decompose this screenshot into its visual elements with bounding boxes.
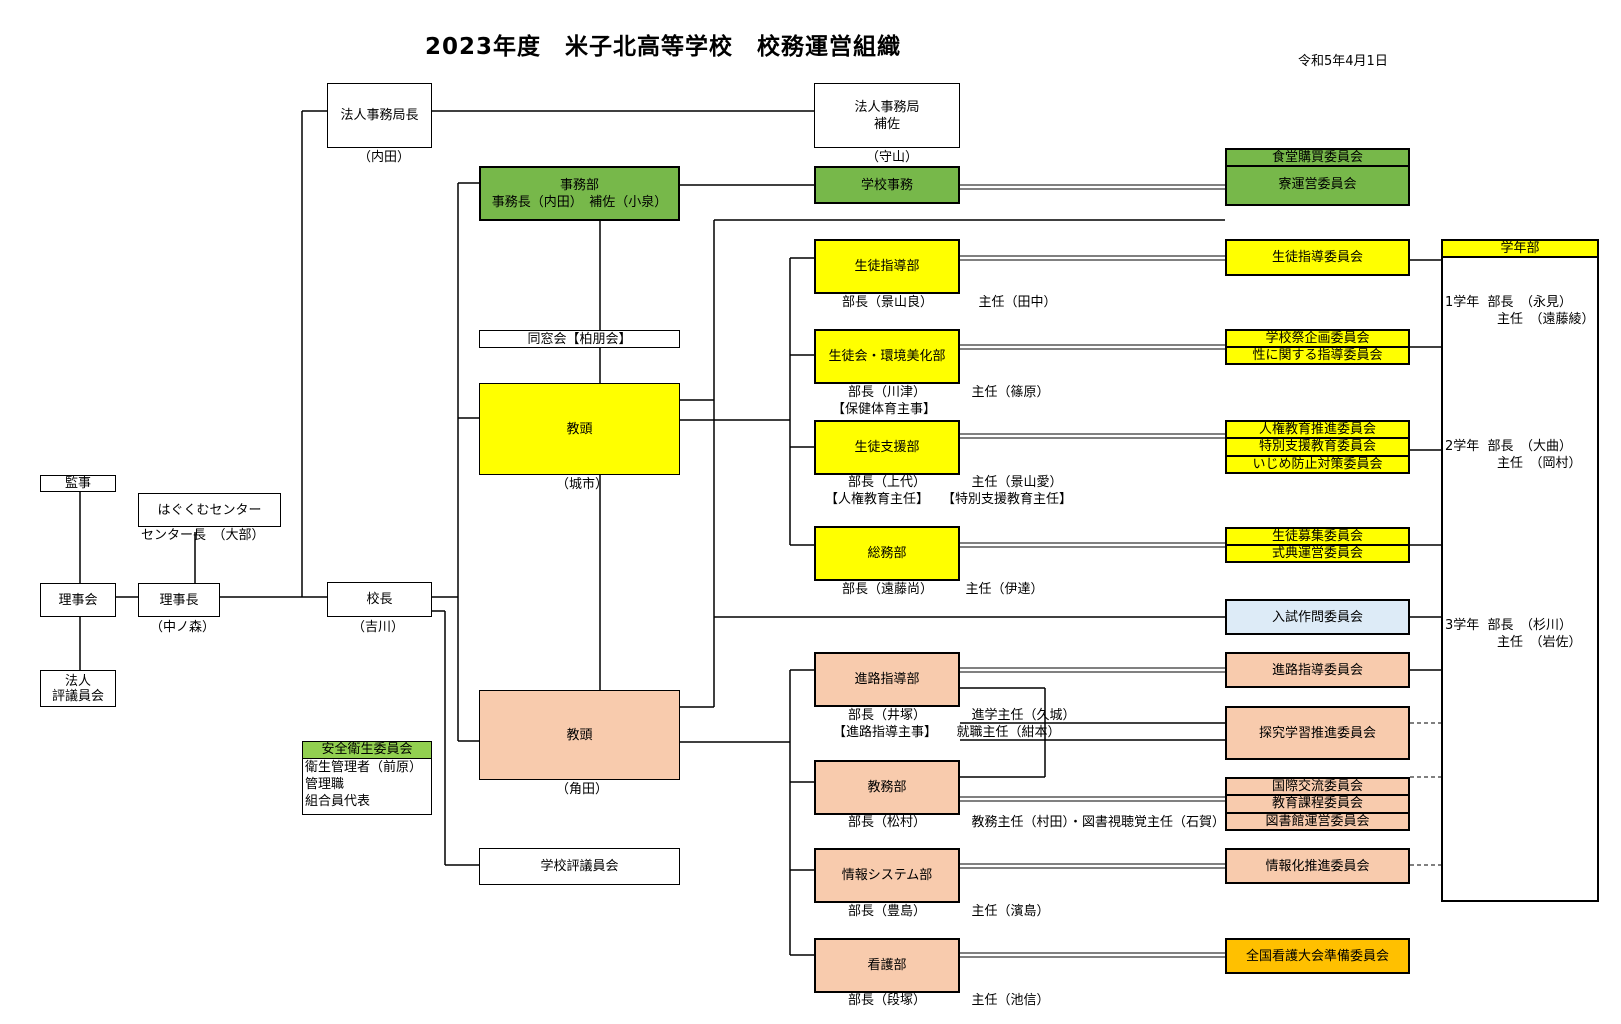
dept-staff: 【進路指導主事】 就職主任（紺本） <box>833 725 1061 740</box>
corp-office-assistant-box: 法人事務局 補佐 <box>814 83 960 148</box>
committee-anti-bullying: いじめ防止対策委員会 <box>1225 456 1410 474</box>
corporate-council-box: 法人 評議員会 <box>40 670 116 707</box>
alumni-box: 同窓会【柏朋会】 <box>479 330 680 348</box>
chart-title: 2023年度 米子北高等学校 校務運営組織 <box>425 34 902 60</box>
dept-info-systems: 情報システム部 <box>814 848 960 903</box>
chairman-name: （中ノ森） <box>150 620 216 635</box>
vice-principal-2-box: 教頭 <box>479 690 680 780</box>
dept-staff: 部長（川津） 主任（篠原） <box>848 385 1050 400</box>
dept-staff: 部長（上代） 主任（景山愛） <box>848 475 1063 490</box>
dept-student-guidance: 生徒指導部 <box>814 239 960 294</box>
dept-student-support: 生徒支援部 <box>814 420 960 475</box>
grade-2-staff: 2学年 部長 （大曲） 主任 （岡村） <box>1445 439 1582 471</box>
safety-member: 衛生管理者（前原） <box>305 760 423 775</box>
committee-curriculum: 教育課程委員会 <box>1225 795 1410 813</box>
hagukumu-center-box: はぐくむセンター <box>138 493 281 527</box>
committee-festival: 学校祭企画委員会 <box>1225 329 1410 347</box>
principal-box: 校長 <box>327 582 432 617</box>
safety-committee-title: 安全衛生委員会 <box>303 742 431 759</box>
admin-office-box: 事務部 事務長（内田） 補佐（小泉） <box>479 166 680 221</box>
principal-name: （吉川） <box>352 620 405 635</box>
committee-international: 国際交流委員会 <box>1225 777 1410 795</box>
committee-nursing-convention: 全国看護大会準備委員会 <box>1225 938 1410 974</box>
dept-staff: 部長（松村） 教務主任（村田）・図書視聴覚主任（石賀） <box>848 815 1226 830</box>
dept-staff: 【保健体育主事】 <box>832 402 937 417</box>
chairman-box: 理事長 <box>138 583 220 617</box>
corp-office-director-name: （内田） <box>358 150 411 165</box>
committee-career: 進路指導委員会 <box>1225 652 1410 688</box>
dept-general-affairs: 総務部 <box>814 526 960 581</box>
academic-committee-group: 国際交流委員会 教育課程委員会 図書館運営委員会 <box>1225 777 1410 831</box>
hagukumu-head: センター長 （大部） <box>141 528 265 543</box>
vice-principal-2-name: （角田） <box>556 782 609 797</box>
auditor-box: 監事 <box>40 475 116 492</box>
committee-recruitment: 生徒募集委員会 <box>1225 527 1410 545</box>
committee-student-guidance: 生徒指導委員会 <box>1225 239 1410 276</box>
corp-office-director-box: 法人事務局長 <box>327 83 432 148</box>
committee-dormitory: 寮運営委員会 <box>1225 166 1410 206</box>
committee-inquiry-learning: 探究学習推進委員会 <box>1225 706 1410 760</box>
dept-staff: 部長（豊島） 主任（濱島） <box>848 904 1050 919</box>
committee-ceremony: 式典運営委員会 <box>1225 545 1410 563</box>
board-box: 理事会 <box>40 583 116 617</box>
dept-staff: 部長（景山良） 主任（田中） <box>842 295 1057 310</box>
grade-3-staff: 3学年 部長 （杉川） 主任 （岩佐） <box>1445 618 1582 650</box>
grade-panel-title: 学年部 <box>1443 241 1597 258</box>
support-committee-group: 人権教育推進委員会 特別支援教育委員会 いじめ防止対策委員会 <box>1225 420 1410 474</box>
dept-staff: 部長（井塚） 進学主任（久城） <box>848 708 1076 723</box>
safety-committee-box: 安全衛生委員会 衛生管理者（前原） 管理職 組合員代表 <box>302 741 432 815</box>
dept-staff: 部長（段塚） 主任（池信） <box>848 993 1050 1008</box>
dept-academic-affairs: 教務部 <box>814 760 960 815</box>
dept-staff: 部長（遠藤尚） 主任（伊達） <box>842 582 1044 597</box>
committee-human-rights: 人権教育推進委員会 <box>1225 420 1410 438</box>
committee-cafeteria: 食堂購買委員会 <box>1225 148 1410 166</box>
dept-career-guidance: 進路指導部 <box>814 652 960 707</box>
corp-office-assistant-name: （守山） <box>866 150 919 165</box>
safety-member: 組合員代表 <box>305 794 371 809</box>
school-council-box: 学校評議員会 <box>479 848 680 885</box>
dept-student-council: 生徒会・環境美化部 <box>814 329 960 384</box>
dept-nursing: 看護部 <box>814 938 960 993</box>
grade-1-staff: 1学年 部長 （永見） 主任 （遠藤綾） <box>1445 295 1595 327</box>
school-admin-box: 学校事務 <box>814 166 960 204</box>
dept-staff: 【人権教育主任】 【特別支援教育主任】 <box>825 492 1073 507</box>
committee-library: 図書館運営委員会 <box>1225 813 1410 831</box>
general-committee-group: 生徒募集委員会 式典運営委員会 <box>1225 527 1410 563</box>
council-committee-group: 学校祭企画委員会 性に関する指導委員会 <box>1225 329 1410 365</box>
grade-panel: 学年部 <box>1441 239 1599 902</box>
dorm-committee-group: 食堂購買委員会 寮運営委員会 <box>1225 148 1410 206</box>
committee-informatization: 情報化推進委員会 <box>1225 848 1410 884</box>
committee-special-support: 特別支援教育委員会 <box>1225 438 1410 456</box>
vice-principal-1-box: 教頭 <box>479 383 680 475</box>
effective-date: 令和5年4月1日 <box>1298 54 1388 69</box>
committee-sex-education: 性に関する指導委員会 <box>1225 347 1410 365</box>
committee-entrance-exam: 入試作問委員会 <box>1225 599 1410 635</box>
vice-principal-1-name: （城市） <box>556 477 609 492</box>
safety-member: 管理職 <box>305 777 345 792</box>
